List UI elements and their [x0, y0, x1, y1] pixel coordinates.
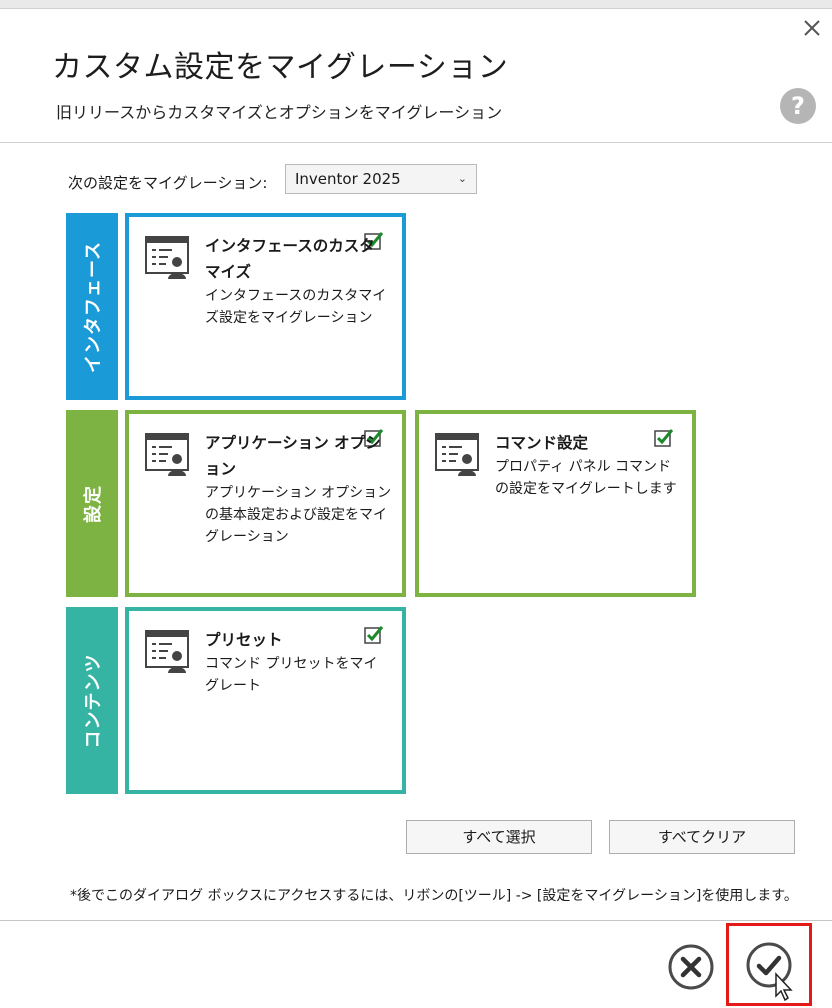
dialog-title: カスタム設定をマイグレーション — [52, 50, 509, 85]
card-title: コマンド設定 — [495, 434, 589, 452]
mouse-cursor-icon — [775, 972, 793, 1002]
checkbox-checked-icon[interactable] — [364, 625, 384, 645]
card-title: プリセット — [205, 631, 283, 649]
user-settings-icon — [145, 236, 189, 279]
migrate-from-label: 次の設定をマイグレーション: — [68, 174, 268, 192]
card-description: プロパティ パネル コマンドの設定をマイグレートします — [495, 459, 677, 497]
header-divider — [0, 142, 832, 143]
user-settings-icon — [145, 433, 189, 476]
window-top-edge — [0, 0, 832, 9]
footer-note: *後でこのダイアログ ボックスにアクセスするには、リボンの[ツール] -> [設… — [70, 888, 798, 904]
category-content: コンテンツ — [66, 607, 118, 794]
card-title: インタフェースのカスタマイズ — [205, 237, 375, 281]
card-description: アプリケーション オプションの基本設定および設定をマイグレーション — [205, 485, 392, 545]
select-all-button[interactable]: すべて選択 — [406, 820, 592, 854]
category-content-label: コンテンツ — [83, 653, 104, 748]
user-settings-icon — [435, 433, 479, 476]
card-interface-customization[interactable]: インタフェースのカスタマイズ インタフェースのカスタマイズ設定をマイグレーション — [125, 213, 406, 400]
card-title: アプリケーション オプション — [205, 434, 381, 478]
checkbox-checked-icon[interactable] — [654, 428, 674, 448]
card-description: インタフェースのカスタマイズ設定をマイグレーション — [205, 288, 387, 326]
category-interface: インタフェース — [66, 213, 118, 400]
footer-divider — [0, 920, 832, 921]
card-application-options[interactable]: アプリケーション オプション アプリケーション オプションの基本設定および設定を… — [125, 410, 406, 597]
clear-all-button[interactable]: すべてクリア — [609, 820, 795, 854]
ok-button[interactable] — [744, 940, 794, 990]
card-command-settings[interactable]: コマンド設定 プロパティ パネル コマンドの設定をマイグレートします — [415, 410, 696, 597]
help-icon[interactable]: ? — [780, 88, 816, 124]
release-dropdown-value: Inventor 2025 — [295, 170, 401, 188]
category-settings-label: 設定 — [83, 484, 104, 523]
release-dropdown[interactable]: Inventor 2025 ⌄ — [285, 164, 477, 194]
chevron-down-icon: ⌄ — [457, 172, 467, 185]
dialog-subtitle: 旧リリースからカスタマイズとオプションをマイグレーション — [56, 103, 503, 122]
cancel-button[interactable] — [666, 942, 716, 992]
card-description: コマンド プリセットをマイグレート — [205, 656, 378, 694]
checkbox-checked-icon[interactable] — [364, 231, 384, 251]
category-settings: 設定 — [66, 410, 118, 597]
close-icon[interactable] — [800, 16, 824, 40]
checkbox-checked-icon[interactable] — [364, 428, 384, 448]
card-presets[interactable]: プリセット コマンド プリセットをマイグレート — [125, 607, 406, 794]
ok-button-highlight — [726, 923, 812, 1006]
user-settings-icon — [145, 630, 189, 673]
category-interface-label: インタフェース — [83, 240, 104, 373]
